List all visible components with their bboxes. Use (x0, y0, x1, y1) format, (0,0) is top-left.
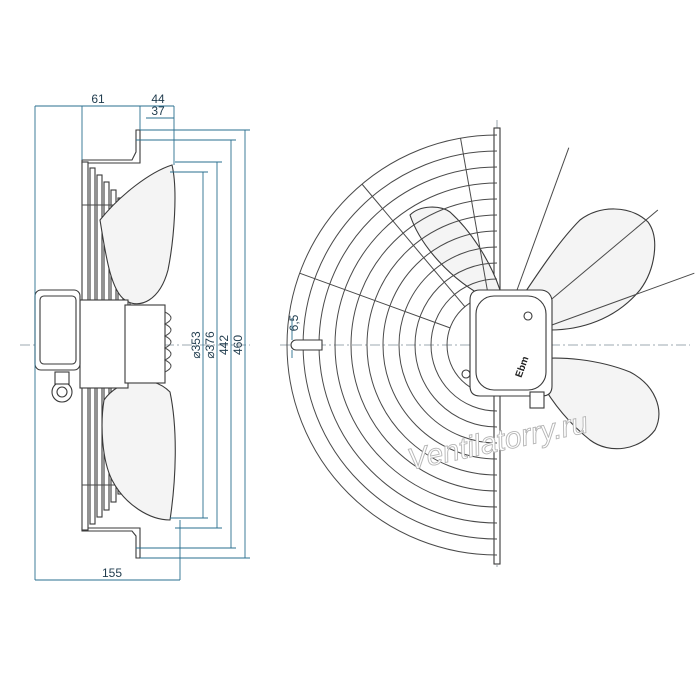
top-mount-strip (81, 129, 141, 164)
dim-37: 37 (151, 104, 165, 118)
housing-screw-top (523, 311, 533, 321)
guard-spoke (460, 138, 489, 296)
motor-housing-inner (475, 295, 547, 391)
dim-460: 460 (231, 335, 245, 355)
dim-353: ⌀353 (189, 331, 203, 359)
housing-screw-bottom (461, 369, 471, 379)
vertical-dimension-lines (136, 129, 250, 559)
front-mount-tab (290, 339, 323, 351)
dim-6-5: 6,5 (287, 314, 301, 331)
guard-spoke (361, 183, 466, 308)
front-guard-spokes (299, 138, 695, 329)
side-view: 61 44 37 155 (20, 92, 250, 581)
guard-spoke (299, 272, 451, 329)
housing-cable-outlet (529, 391, 545, 409)
guard-ring (382, 230, 498, 460)
guard-ring (350, 198, 498, 492)
side-rotor-fins (163, 311, 172, 373)
dim-155: 155 (102, 566, 122, 580)
guard-ring (414, 262, 498, 428)
dim-44: 44 (151, 92, 165, 106)
side-blade-upper (99, 164, 176, 305)
front-guard-rings (286, 134, 498, 556)
guard-spoke (543, 272, 695, 329)
dim-376: ⌀376 (203, 331, 217, 359)
front-blade-top-left (409, 206, 501, 301)
dim-61: 61 (91, 92, 105, 106)
dim-442: 442 (217, 335, 231, 355)
bottom-mount-strip (81, 527, 141, 559)
guard-spoke (513, 147, 570, 299)
side-hub (79, 299, 129, 389)
guard-ring (430, 278, 498, 412)
front-view: 6,5 Ebm Ventilatorry.ru (280, 120, 695, 570)
front-blade-bottom-right (529, 357, 660, 450)
terminal-box-inner (39, 295, 77, 365)
guard-spoke (534, 209, 659, 314)
guard-ring (334, 182, 498, 508)
side-rotor (124, 304, 166, 384)
guard-ring (286, 134, 498, 556)
guard-ring (398, 246, 498, 444)
guard-ring (366, 214, 498, 476)
